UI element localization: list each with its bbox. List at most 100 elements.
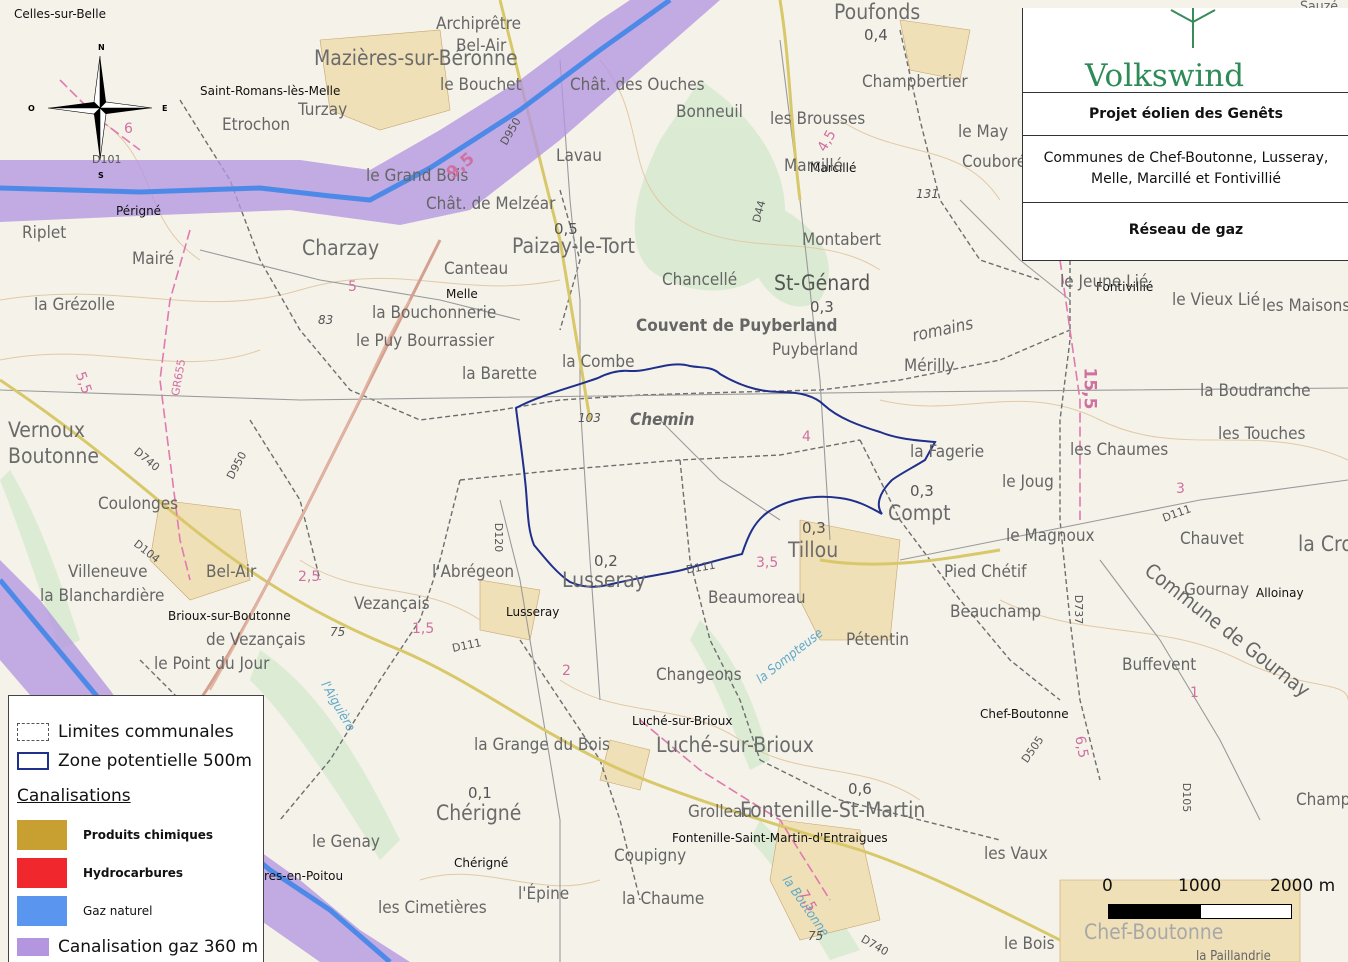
road-label: D101 (92, 153, 122, 166)
compass-e: E (162, 104, 167, 113)
place-label: les Cimetières (378, 898, 487, 918)
place-label: le Bouchet (440, 75, 522, 95)
place-label: de Vezançais (206, 630, 306, 650)
place-label: Compt (888, 501, 951, 525)
place-label: Chemin (630, 410, 695, 430)
place-label: Coupigny (614, 846, 687, 866)
place-label: Tillou (788, 538, 839, 562)
place-label: le Point du Jour (154, 654, 270, 674)
place-label: Luché-sur-Brioux (656, 733, 814, 757)
scale-bar: 0 1000 2000 m (1092, 872, 1342, 932)
place-label: la Chaume (622, 889, 705, 909)
title-block: Volkswind Projet éolien des Genêts Commu… (1022, 8, 1348, 261)
departmental-roads (0, 0, 1061, 942)
map-topic: Réseau de gaz (1128, 222, 1244, 238)
compass-s: S (98, 171, 104, 180)
place-label: Bel-Air (206, 562, 257, 582)
place-label: Changeons (656, 665, 742, 685)
place-label: Villeneuve (68, 562, 148, 582)
value-label: 15,5 (1079, 367, 1100, 410)
place-label: Vezançais (354, 594, 430, 614)
commune-label: Brioux-sur-Boutonne (168, 609, 291, 623)
place-label: Pétentin (846, 630, 910, 650)
place-label: l'Épine (518, 884, 570, 904)
value-label: 0,6 (848, 780, 872, 798)
place-label: Chât. de Melzéar (426, 194, 556, 214)
place-label: Lusseray (562, 568, 646, 592)
place-label: Beaumoreau (708, 588, 806, 608)
commune-label: Celles-sur-Belle (14, 7, 106, 21)
place-label: Chât. des Ouches (570, 75, 705, 95)
value-label: 0,3 (910, 482, 934, 500)
place-label: Boutonne (8, 444, 100, 468)
value-label: 103 (578, 411, 601, 425)
place-label: Beauchamp (950, 602, 1042, 622)
contours (0, 59, 1348, 887)
place-label: Gournay (1184, 580, 1250, 600)
swatch-hydrocarbures-icon (17, 858, 67, 888)
place-label: les Touches (1218, 424, 1306, 444)
place-label: le Vieux Lié (1172, 290, 1261, 310)
communes-text: Communes de Chef-Boutonne, Lusseray, Mel… (1023, 136, 1348, 203)
brand-name: Volkswind (1085, 58, 1245, 94)
place-label: la Paillandrie (1196, 949, 1271, 962)
compass-n: N (98, 43, 105, 52)
place-label: la Boudranche (1200, 381, 1311, 401)
value-label: 2 (562, 663, 571, 679)
place-label: le Jeune Lié (1060, 272, 1149, 292)
compass-rose: N S E O (28, 43, 167, 180)
place-label: la Grange du Bois (474, 735, 610, 755)
commune-label: Luché-sur-Brioux (632, 714, 733, 728)
place-label: l'Abrégeon (432, 562, 515, 582)
road-label: D737 (1072, 594, 1086, 625)
place-label: Fontenille-St-Martin (740, 798, 926, 822)
legend-item-gaz: Gaz naturel (17, 896, 152, 926)
scale-segment-white (1200, 904, 1292, 919)
scale-label-2000: 2000 m (1270, 876, 1336, 896)
place-label: la Fagerie (910, 442, 985, 462)
place-label: la Combe (562, 352, 635, 372)
windmill-icon (1170, 8, 1216, 48)
value-label: 75 (808, 929, 824, 943)
built-up-areas (149, 19, 1301, 962)
place-label: Chancellé (662, 270, 738, 290)
place-label: la Croix (1298, 532, 1348, 556)
place-label: Coulonges (98, 494, 179, 514)
place-label: la Barette (462, 364, 538, 384)
place-label: Chauvet (1180, 529, 1244, 549)
road-d950 (209, 299, 411, 691)
commune-label: Saint-Romans-lès-Melle (200, 84, 341, 98)
place-label: la Grézolle (34, 295, 115, 315)
place-label: Turzay (298, 100, 348, 120)
value-label: 5 (348, 279, 357, 295)
place-label: le Magnoux (1006, 526, 1095, 546)
legend-item-hydrocarbures: Hydrocarbures (17, 858, 183, 888)
place-label: Marcillé (784, 156, 844, 176)
commune-label: Périgné (116, 204, 162, 218)
value-label: 0,5 (554, 220, 578, 238)
place-label: la Bouchonnerie (372, 303, 497, 323)
zone-potentielle-500m[interactable] (514, 363, 937, 588)
value-label: 6,5 (1071, 734, 1091, 760)
place-label: Champbertier (862, 72, 968, 92)
swatch-buffer-icon (17, 938, 49, 956)
legend-item-chimiques: Produits chimiques (17, 820, 213, 850)
value-label: 83 (318, 313, 334, 327)
value-label: 0,3 (802, 519, 826, 537)
project-title: Projet éolien des Genêts (1023, 93, 1348, 136)
place-label: Bel-Air (456, 36, 507, 56)
commune-label: Marcillé (810, 161, 857, 175)
commune-label: Alloinay (1256, 586, 1304, 600)
value-label: 3,5 (756, 555, 779, 571)
place-label: Paizay-le-Tort (512, 234, 635, 258)
place-label: Bonneuil (676, 102, 743, 122)
outline-box-icon (17, 752, 49, 770)
place-label: Archiprêtre (436, 14, 522, 34)
commune-label: Lusseray (506, 605, 560, 619)
place-label: Mazières-sur-Béronne (314, 46, 518, 70)
place-label: les Vaux (984, 844, 1048, 864)
value-label: 3 (1176, 481, 1185, 497)
gas-buffer-360m (0, 0, 720, 962)
legend-item-zone: Zone potentielle 500m (17, 751, 252, 771)
